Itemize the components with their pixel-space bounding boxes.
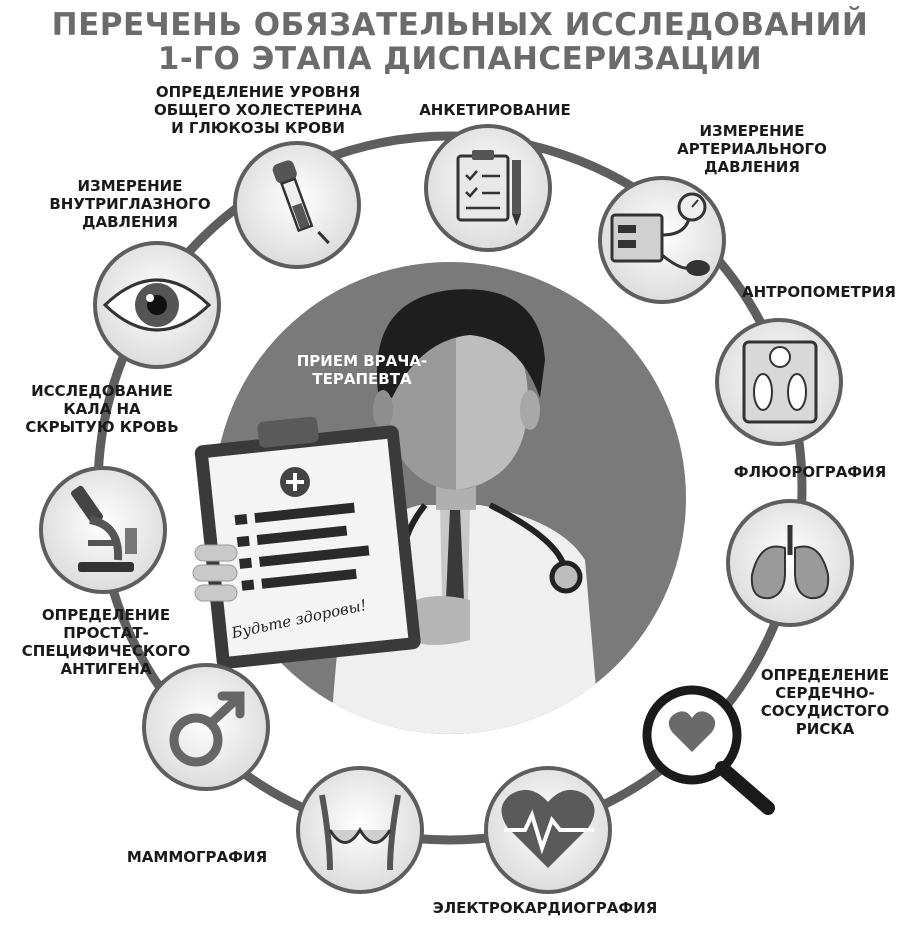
label-anthropometry: АНТРОПОМЕТРИЯ <box>742 283 896 301</box>
lungs-icon <box>750 525 830 600</box>
center-label: ПРИЕМ ВРАЧА- ТЕРАПЕВТА <box>296 352 428 388</box>
clipboard: Будьте здоровы! <box>192 416 421 670</box>
heart-pulse-icon <box>501 789 595 868</box>
node-mammography <box>296 766 424 894</box>
node-ecg <box>484 766 612 894</box>
label-anketirovanie: АНКЕТИРОВАНИЕ <box>419 101 571 119</box>
clipboard-pen-icon <box>456 150 521 226</box>
label-ecg: ЭЛЕКТРОКАРДИОГРАФИЯ <box>432 899 658 917</box>
doctor-illustration: Будьте здоровы! <box>192 262 686 734</box>
label-stool-blood: ИССЛЕДОВАНИЕ КАЛА НА СКРЫТУЮ КРОВЬ <box>25 382 179 436</box>
label-cardio-risk: ОПРЕДЕЛЕНИЕ СЕРДЕЧНО- СОСУДИСТОГО РИСКА <box>760 666 890 738</box>
label-eye-pressure: ИЗМЕРЕНИЕ ВНУТРИГЛАЗНОГО ДАВЛЕНИЯ <box>49 177 211 231</box>
label-fluorography: ФЛЮОРОГРАФИЯ <box>733 463 887 481</box>
pipette-icon <box>272 160 330 245</box>
label-cholesterol: ОПРЕДЕЛЕНИЕ УРОВНЯ ОБЩЕГО ХОЛЕСТЕРИНА И … <box>153 83 363 137</box>
node-eye-pressure <box>93 241 221 369</box>
male-symbol-icon <box>169 691 245 767</box>
page-title: ПЕРЕЧЕНЬ ОБЯЗАТЕЛЬНЫХ ИССЛЕДОВАНИЙ 1-ГО … <box>0 8 920 76</box>
microscope-icon <box>70 485 137 572</box>
node-stool-blood <box>39 466 167 594</box>
node-cardio-risk <box>642 685 775 815</box>
node-blood-pressure <box>598 176 726 304</box>
node-anthropometry <box>715 318 843 446</box>
label-blood-pressure: ИЗМЕРЕНИЕ АРТЕРИАЛЬНОГО ДАВЛЕНИЯ <box>677 122 827 176</box>
label-mammography: МАММОГРАФИЯ <box>126 848 268 866</box>
label-psa: ОПРЕДЕЛЕНИЕ ПРОСТАТ- СПЕЦИФИЧЕСКОГО АНТИ… <box>21 606 191 678</box>
torso-icon <box>319 794 401 871</box>
title-line-1: ПЕРЕЧЕНЬ ОБЯЗАТЕЛЬНЫХ ИССЛЕДОВАНИЙ <box>51 7 869 43</box>
scale-icon <box>742 340 818 424</box>
node-psa <box>142 663 270 791</box>
title-line-2: 1-ГО ЭТАПА ДИСПАНСЕРИЗАЦИИ <box>157 41 763 77</box>
heart-magnifier-icon <box>668 711 716 752</box>
tonometer-icon <box>610 192 710 276</box>
node-fluorography <box>726 499 854 627</box>
node-cholesterol <box>233 141 361 269</box>
node-anketirovanie <box>424 124 552 252</box>
eye-icon <box>102 278 212 332</box>
